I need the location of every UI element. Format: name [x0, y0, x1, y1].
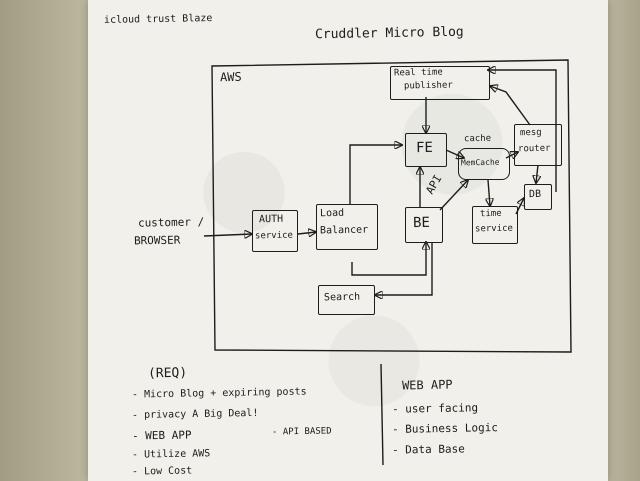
edge-be-memcache — [439, 180, 468, 211]
time-service-node — [472, 206, 518, 244]
be-label: BE — [412, 214, 430, 232]
req-item: - Utilize AWS — [131, 448, 211, 461]
webapp-item: - Data Base — [391, 442, 465, 457]
edge-be-search — [375, 242, 433, 295]
edge-db-realtime — [488, 70, 557, 192]
edge-router-realtime — [490, 86, 531, 126]
auth-service-line1: AUTH — [258, 213, 284, 226]
aws-region-outline — [211, 59, 572, 353]
webapp-heading: WEB APP — [401, 377, 453, 393]
mesg-router-line1: mesg — [519, 127, 542, 139]
edge-lb-fe — [349, 145, 402, 205]
search-node — [318, 285, 375, 315]
req-heading: (REQ) — [147, 365, 188, 382]
napkin-texture — [88, 0, 608, 481]
db-node — [524, 184, 552, 210]
memcache-tag: cache — [463, 133, 492, 145]
mesg-router-line2: router — [517, 143, 551, 155]
edge-memcache-router — [505, 152, 518, 158]
time-service-line2: service — [474, 223, 514, 235]
realtime-publisher-line2: publisher — [403, 80, 453, 92]
webapp-item: - user facing — [391, 401, 479, 416]
auth-service-line2: service — [254, 230, 294, 242]
edge-lb-be — [351, 242, 426, 276]
fe-node — [405, 133, 447, 167]
search-label: Search — [323, 291, 361, 304]
realtime-publisher-line1: Real time — [393, 67, 443, 79]
webapp-item: - Business Logic — [391, 421, 499, 436]
be-node — [405, 207, 443, 243]
req-item: - WEB APP — [131, 428, 192, 443]
edge-auth-lb — [297, 232, 316, 234]
napkin — [88, 0, 608, 481]
edge-memcache-time — [488, 179, 490, 206]
table-surface-left — [0, 0, 90, 481]
req-item: - Low Cost — [131, 465, 193, 478]
edge-fe-memcache — [445, 149, 464, 158]
notes-divider — [380, 363, 384, 466]
auth-service-node — [252, 210, 298, 252]
req-item: - privacy A Big Deal! — [131, 407, 259, 422]
load-balancer-line2: Balancer — [319, 224, 369, 237]
fe-label: FE — [415, 139, 433, 157]
db-label: DB — [528, 188, 542, 201]
load-balancer-node — [316, 204, 378, 250]
load-balancer-line1: Load — [319, 207, 345, 220]
aws-region-label: AWS — [219, 69, 242, 85]
edge-customer-auth — [203, 234, 252, 236]
customer-browser-line1: customer / — [137, 215, 205, 230]
memcache-label: MemCache — [460, 157, 500, 168]
edge-router-db — [536, 164, 538, 183]
customer-browser-line2: BROWSER — [133, 233, 181, 248]
time-service-line1: time — [479, 208, 502, 220]
mesg-router-node — [514, 124, 562, 166]
memcache-node — [458, 148, 510, 180]
req-api-note: - API BASED — [271, 426, 332, 438]
realtime-publisher-node — [390, 66, 490, 100]
